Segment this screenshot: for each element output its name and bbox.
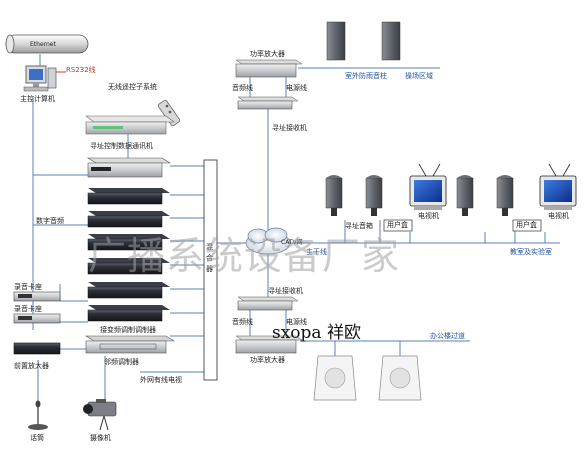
bottom-power-amplifier-label: 功率放大器 [250,356,285,364]
tape-deck-2 [13,313,61,324]
watermark-text: 广播系统设备厂家 [88,234,401,278]
front-amplifier-device [13,342,61,355]
power-amplifier-bottom [235,335,303,354]
wall-speaker-2 [378,355,422,401]
addressing-modem-label: 寻址控制数据通讯机 [90,142,153,150]
playground-label: 操场区域 [405,72,433,80]
wiring [32,54,560,412]
camera-label: 摄像机 [90,434,111,442]
digital-audio-label: 数字音频 [36,217,64,225]
addressing-receiver-bottom [237,296,299,311]
tv-icon-1 [409,163,447,210]
microphone-icon [28,400,48,430]
speaker-mid-2 [365,175,383,216]
user-box-frames [383,219,542,232]
ethernet-pipe [5,34,89,54]
wireless-remote-icon [157,99,181,127]
receiver-modulator-label: 接变频调制调制器 [100,326,156,334]
computer-icon [23,65,57,92]
adjacent-modulator-label: 邻频调制器 [104,358,139,366]
wireless-remote-label: 无线遥控子系统 [108,83,157,91]
mixer-label: 混合器 [206,243,213,273]
bottom-addressing-receiver-label: 寻址接收机 [268,287,303,295]
tv-icon-2 [539,163,577,210]
speaker-mid-4 [496,175,514,216]
tape-deck-2-label: 录音卡座 [14,305,42,313]
addressing-modem-device [85,115,175,135]
user-box-2-label: 用户盒 [516,221,537,229]
external-cable-tv-label: 外网有线电视 [140,376,182,384]
outdoor-speaker-label: 室外防雨音柱 [345,72,387,80]
outdoor-speaker-column-2 [381,21,401,61]
rs232-label: RS232线 [66,66,96,74]
speaker-mid-3 [456,175,474,216]
addressing-speaker-label: 寻址音箱 [345,222,373,230]
top-addressing-receiver-label: 寻址接收机 [272,124,307,132]
bottom-power-line-label: 电源线 [286,318,307,326]
classroom-label: 教室及实验室 [510,248,552,256]
camera-icon [83,399,117,431]
tv-2-label: 电视机 [548,212,569,220]
tv-1-label: 电视机 [418,212,439,220]
microphone-label: 话筒 [30,434,44,442]
top-audio-line-label: 音频线 [232,84,253,92]
ethernet-label: Ethernet [30,41,56,48]
wall-speaker-1 [313,355,357,401]
adjacent-modulator-device [84,335,176,354]
addressing-receiver-top [237,96,299,110]
tape-deck-1-label: 录音卡座 [14,283,42,291]
top-power-amplifier-label: 功率放大器 [250,50,285,58]
front-amplifier-label: 前置放大器 [14,362,49,370]
speaker-mid-1 [325,175,343,216]
user-box-1-label: 用户盒 [387,221,408,229]
tape-deck-1 [13,291,61,302]
office-building-label: 办公楼过道 [430,332,465,340]
catv-cloud-icon [245,227,291,255]
mixer-device [203,159,218,381]
catv-label: CATV网 [281,239,303,246]
top-power-line-label: 电源线 [286,84,307,92]
rack-units-dark [87,188,170,322]
rack-unit-silver-top [86,157,172,178]
bottom-audio-line-label: 音频线 [232,318,253,326]
outdoor-speaker-column-1 [326,21,346,61]
brand-text: sxopa 祥欧 [272,323,361,343]
power-amplifier-top [235,59,303,78]
trunk-line-label: 主干线 [306,248,327,256]
main-computer-label: 主控计算机 [20,95,55,103]
